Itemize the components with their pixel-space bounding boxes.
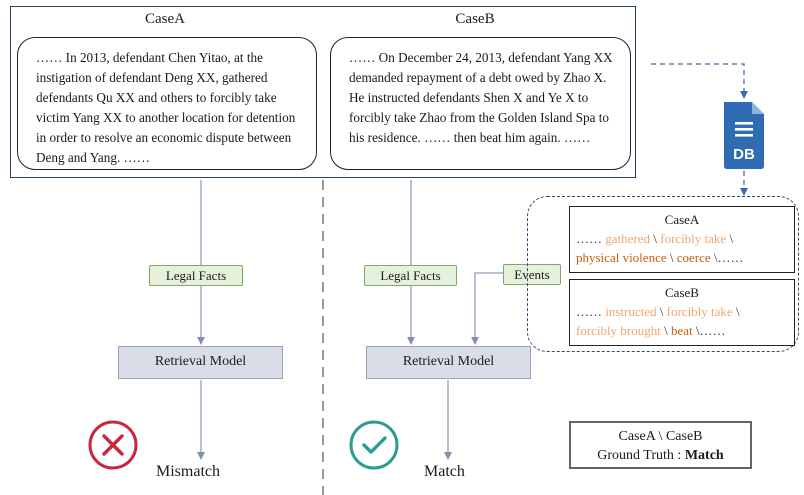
ground-truth-value: Match xyxy=(684,448,724,463)
legal-facts-tag-left: Legal Facts xyxy=(149,265,243,286)
events-case-b-title: CaseB xyxy=(665,285,699,300)
events-case-a-title: CaseA xyxy=(664,212,700,227)
events-case-a: CaseA …… gathered \ forcibly take \ phys… xyxy=(569,206,795,273)
legal-facts-tag-right: Legal Facts xyxy=(364,265,457,286)
case-a-text: …… In 2013, defendant Chen Yitao, at the… xyxy=(17,37,317,170)
events-case-b: CaseB …… instructed \ forcibly take \ fo… xyxy=(569,279,795,346)
retrieval-model-left: Retrieval Model xyxy=(118,346,283,379)
database-file-icon xyxy=(724,102,764,169)
event-word: forcibly brought xyxy=(576,323,661,338)
ground-truth-box: CaseA \ CaseB Ground Truth : Match xyxy=(569,421,752,469)
events-case-b-line2: forcibly brought \ beat \…… xyxy=(576,323,726,338)
match-label: Match xyxy=(424,463,465,480)
event-word: gathered xyxy=(605,231,651,246)
event-word: coerce xyxy=(676,250,711,265)
event-word: forcibly take xyxy=(660,231,727,246)
events-case-a-line2: physical violence \ coerce \…… xyxy=(576,250,744,265)
event-word: forcibly take xyxy=(666,304,733,319)
match-check-icon xyxy=(349,420,399,470)
events-panel xyxy=(527,196,799,352)
db-label: DB xyxy=(733,146,755,163)
events-case-b-line1: …… instructed \ forcibly take \ xyxy=(576,304,740,319)
retrieval-model-right: Retrieval Model xyxy=(366,346,531,379)
events-case-a-line1: …… gathered \ forcibly take \ xyxy=(576,231,734,246)
case-b-text: …… On December 24, 2013, defendant Yang … xyxy=(330,37,631,170)
event-word: physical violence xyxy=(576,250,667,265)
ground-truth-label: Ground Truth : xyxy=(597,448,685,463)
arrow-to-db xyxy=(651,63,748,99)
event-word: beat xyxy=(670,323,693,338)
case-a-title: CaseA xyxy=(145,11,185,27)
ground-truth-line: Ground Truth : Match xyxy=(571,446,750,465)
ground-truth-cases: CaseA \ CaseB xyxy=(618,429,703,444)
event-word: instructed xyxy=(605,304,657,319)
events-tag: Events xyxy=(503,264,561,285)
case-b-title: CaseB xyxy=(455,11,495,27)
mismatch-label: Mismatch xyxy=(156,463,220,480)
mismatch-x-icon xyxy=(88,420,138,470)
